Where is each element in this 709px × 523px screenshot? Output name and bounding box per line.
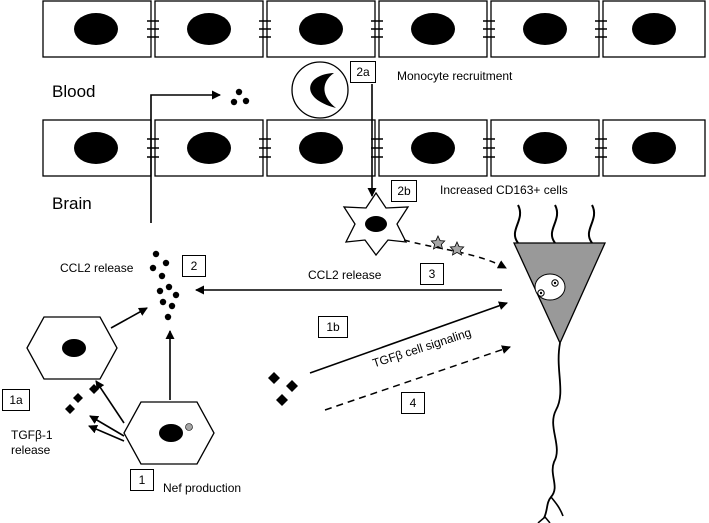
- step-tag-1a: 1a: [2, 389, 30, 411]
- star-markers: [430, 235, 465, 256]
- arrow-ccl2-to-blood: [150, 90, 221, 223]
- step-tag-1: 1: [130, 469, 154, 491]
- step-tag-4: 4: [401, 392, 425, 414]
- arrow-nef-cell-to-upper: [95, 380, 125, 424]
- text-tgfb1-release: TGFβ-1 release: [11, 428, 53, 457]
- macrophage-cd163: [342, 191, 410, 257]
- step-tag-1b: 1b: [318, 316, 348, 338]
- tgfb-diamonds-mid: [268, 372, 298, 406]
- arrow-upper-cell-to-ccl2: [110, 307, 148, 329]
- tight-junctions-top: [147, 20, 607, 38]
- arrow-tgfb-release-2: [88, 425, 125, 442]
- arrow-tgfb-signaling: [309, 301, 508, 374]
- text-nef-production: Nef production: [163, 481, 242, 495]
- glial-cell-upper: [26, 316, 118, 380]
- arrow-macrophage-to-neuron: [403, 239, 507, 269]
- tight-junctions-bottom: [147, 138, 607, 158]
- infected-cell-nef: [123, 401, 215, 465]
- arrow-step4-dashed: [324, 345, 511, 411]
- ccl2-dots-blood: [230, 88, 250, 106]
- label-brain: Brain: [52, 194, 92, 213]
- text-monocyte-recruitment: Monocyte recruitment: [397, 69, 513, 83]
- arrow-tgfb-release-1: [89, 415, 125, 437]
- neuron: [512, 204, 607, 523]
- text-ccl2-release-left: CCL2 release: [60, 261, 134, 275]
- step-tag-2a: 2a: [350, 61, 376, 83]
- text-ccl2-release-neuron: CCL2 release: [308, 268, 382, 282]
- endothelial-nuclei-top: [74, 13, 676, 45]
- monocyte: [291, 61, 349, 119]
- label-blood: Blood: [52, 82, 96, 101]
- step-tag-2b: 2b: [391, 180, 417, 202]
- endothelial-nuclei-bottom: [74, 132, 676, 164]
- step-tag-2: 2: [182, 255, 206, 277]
- text-increased-cd163: Increased CD163+ cells: [440, 183, 568, 197]
- step-tag-3: 3: [420, 263, 444, 285]
- tgfb-diamonds-left: [65, 384, 99, 414]
- ccl2-dots-cluster: [149, 250, 180, 321]
